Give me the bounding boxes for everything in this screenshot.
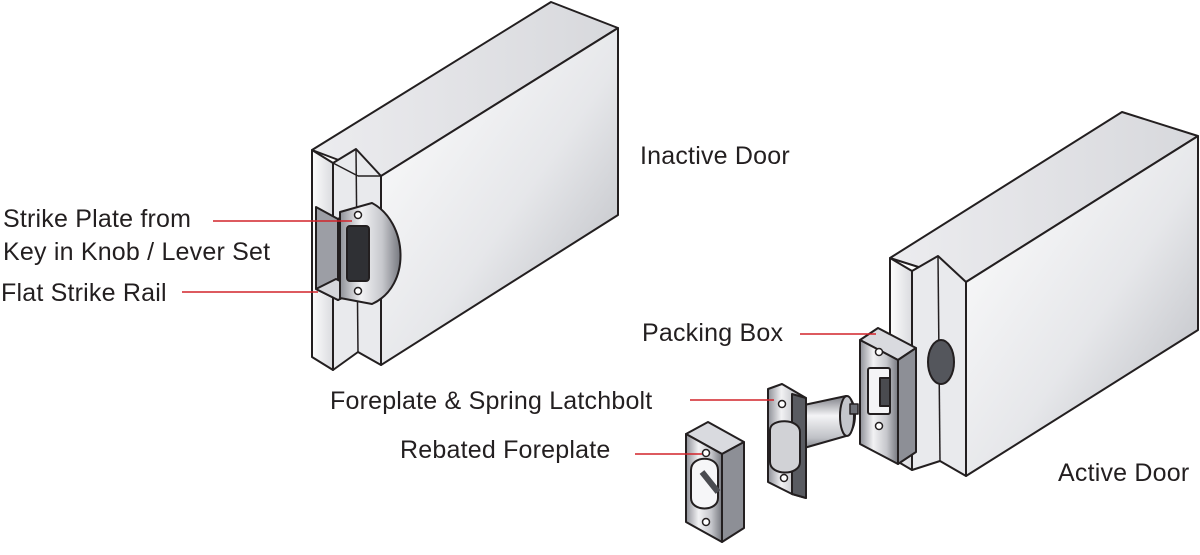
label-packing-box: Packing Box: [642, 319, 784, 347]
inactive-door: [311, 1, 619, 371]
label-active-door: Active Door: [1058, 459, 1190, 487]
active-door-bore-hole: [927, 339, 955, 385]
label-flat-strike-rail: Flat Strike Rail: [1, 279, 167, 307]
label-foreplate-latchbolt: Foreplate & Spring Latchbolt: [330, 387, 653, 415]
foreplate-spring-latchbolt: [767, 383, 859, 499]
label-inactive-door: Inactive Door: [640, 142, 790, 170]
label-rebated-foreplate: Rebated Foreplate: [400, 436, 611, 464]
active-door: [889, 111, 1199, 477]
label-strike-plate-line2: Key in Knob / Lever Set: [3, 238, 271, 266]
packing-box: [859, 327, 917, 465]
strike-plate: [339, 202, 402, 305]
rebated-foreplate: [685, 421, 745, 543]
label-strike-plate-line1: Strike Plate from: [3, 205, 192, 233]
leader-lines: [182, 220, 876, 455]
